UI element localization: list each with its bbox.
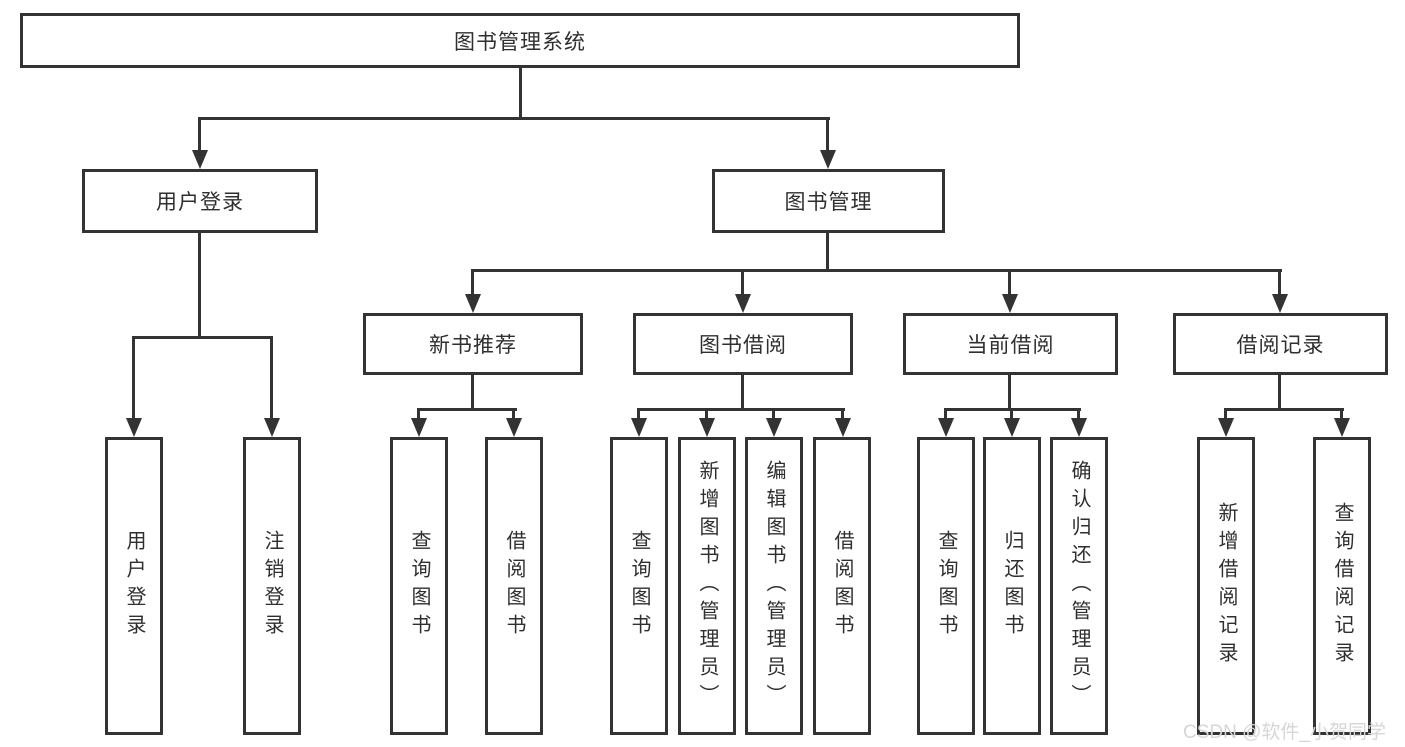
leaf-record-query-borrow-record: 查询借阅记录: [1313, 437, 1371, 735]
leaf-current-confirm-return-admin-label: 确认归还（管理员）: [1068, 460, 1090, 712]
node-book-management-label: 图书管理: [784, 191, 873, 214]
connector-line: [841, 408, 844, 422]
connector-line: [132, 336, 135, 422]
connector-line: [270, 336, 273, 422]
leaf-logout-label: 注销登录: [261, 530, 283, 642]
connector-line: [471, 269, 474, 297]
arrow-down-icon: [735, 294, 751, 313]
node-book-borrow: 图书借阅: [633, 313, 853, 375]
arrow-down-icon: [1002, 294, 1018, 313]
connector-line: [637, 408, 845, 411]
arrow-down-icon: [938, 418, 954, 437]
arrow-down-icon: [699, 418, 715, 437]
arrow-down-icon: [631, 418, 647, 437]
connector-line: [512, 408, 515, 422]
node-current-borrow-label: 当前借阅: [966, 334, 1055, 357]
connector-line: [1010, 408, 1013, 422]
node-root-label: 图书管理系统: [454, 30, 586, 54]
arrow-down-icon: [1218, 418, 1234, 437]
arrow-down-icon: [1334, 418, 1350, 437]
connector-line: [826, 232, 829, 272]
arrow-down-icon: [126, 418, 142, 437]
leaf-record-add-borrow-record: 新增借阅记录: [1197, 437, 1255, 735]
leaf-borrow-edit-book-admin-label: 编辑图书（管理员）: [763, 460, 785, 712]
leaf-newbook-query-book: 查询图书: [390, 437, 448, 735]
connector-line: [1340, 408, 1343, 422]
connector-line: [705, 408, 708, 422]
leaf-current-query-book: 查询图书: [917, 437, 975, 735]
leaf-record-add-borrow-record-label: 新增借阅记录: [1215, 502, 1237, 670]
connector-line: [637, 408, 640, 422]
node-user-login-label: 用户登录: [156, 191, 244, 214]
leaf-record-query-borrow-record-label: 查询借阅记录: [1331, 502, 1353, 670]
node-new-book-recommend-label: 新书推荐: [429, 334, 517, 357]
leaf-current-confirm-return-admin: 确认归还（管理员）: [1050, 437, 1108, 735]
connector-line: [519, 68, 522, 118]
leaf-borrow-query-book: 查询图书: [610, 437, 668, 735]
csdn-watermark: CSDN @软件_小贺同学: [1183, 722, 1386, 743]
arrow-down-icon: [506, 418, 522, 437]
leaf-newbook-borrow-book: 借阅图书: [485, 437, 543, 735]
arrow-down-icon: [1071, 418, 1087, 437]
node-root: 图书管理系统: [20, 13, 1020, 68]
node-user-login: 用户登录: [82, 169, 318, 233]
connector-line: [1224, 408, 1344, 411]
connector-line: [1224, 408, 1227, 422]
node-borrow-record-label: 借阅记录: [1236, 334, 1325, 357]
node-book-borrow-label: 图书借阅: [699, 334, 787, 357]
arrow-down-icon: [1272, 294, 1288, 313]
node-book-management: 图书管理: [712, 169, 945, 233]
connector-line: [944, 408, 947, 422]
arrow-down-icon: [465, 294, 481, 313]
connector-line: [1008, 269, 1011, 297]
node-new-book-recommend: 新书推荐: [363, 313, 583, 375]
connector-line: [1278, 375, 1281, 411]
connector-line: [741, 269, 744, 297]
connector-line: [826, 117, 829, 153]
connector-line: [417, 408, 517, 411]
connector-line: [417, 408, 420, 422]
node-current-borrow: 当前借阅: [903, 313, 1118, 375]
leaf-borrow-add-book-admin-label: 新增图书（管理员）: [696, 460, 718, 712]
connector-line: [1077, 408, 1080, 422]
connector-line: [741, 375, 744, 411]
connector-line: [198, 233, 201, 338]
connector-line: [198, 117, 830, 120]
leaf-borrow-query-book-label: 查询图书: [628, 530, 650, 642]
leaf-borrow-borrow-book-label: 借阅图书: [831, 530, 853, 642]
connector-line: [198, 117, 201, 153]
leaf-newbook-query-book-label: 查询图书: [408, 530, 430, 642]
arrow-down-icon: [820, 150, 836, 169]
connector-line: [1008, 375, 1011, 411]
arrow-down-icon: [835, 418, 851, 437]
leaf-user-login: 用户登录: [105, 437, 163, 735]
leaf-borrow-add-book-admin: 新增图书（管理员）: [678, 437, 736, 735]
leaf-borrow-edit-book-admin: 编辑图书（管理员）: [745, 437, 803, 735]
arrow-down-icon: [766, 418, 782, 437]
connector-line: [1278, 269, 1281, 297]
connector-line: [132, 336, 273, 339]
connector-line: [471, 269, 1282, 272]
leaf-logout: 注销登录: [243, 437, 301, 735]
leaf-user-login-label: 用户登录: [123, 530, 145, 642]
leaf-newbook-borrow-book-label: 借阅图书: [503, 530, 525, 642]
leaf-current-return-book: 归还图书: [983, 437, 1041, 735]
node-borrow-record: 借阅记录: [1173, 313, 1388, 375]
connector-line: [471, 375, 474, 411]
arrow-down-icon: [192, 150, 208, 169]
arrow-down-icon: [264, 418, 280, 437]
leaf-current-query-book-label: 查询图书: [935, 530, 957, 642]
arrow-down-icon: [1004, 418, 1020, 437]
leaf-current-return-book-label: 归还图书: [1001, 530, 1023, 642]
leaf-borrow-borrow-book: 借阅图书: [813, 437, 871, 735]
arrow-down-icon: [411, 418, 427, 437]
connector-line: [772, 408, 775, 422]
